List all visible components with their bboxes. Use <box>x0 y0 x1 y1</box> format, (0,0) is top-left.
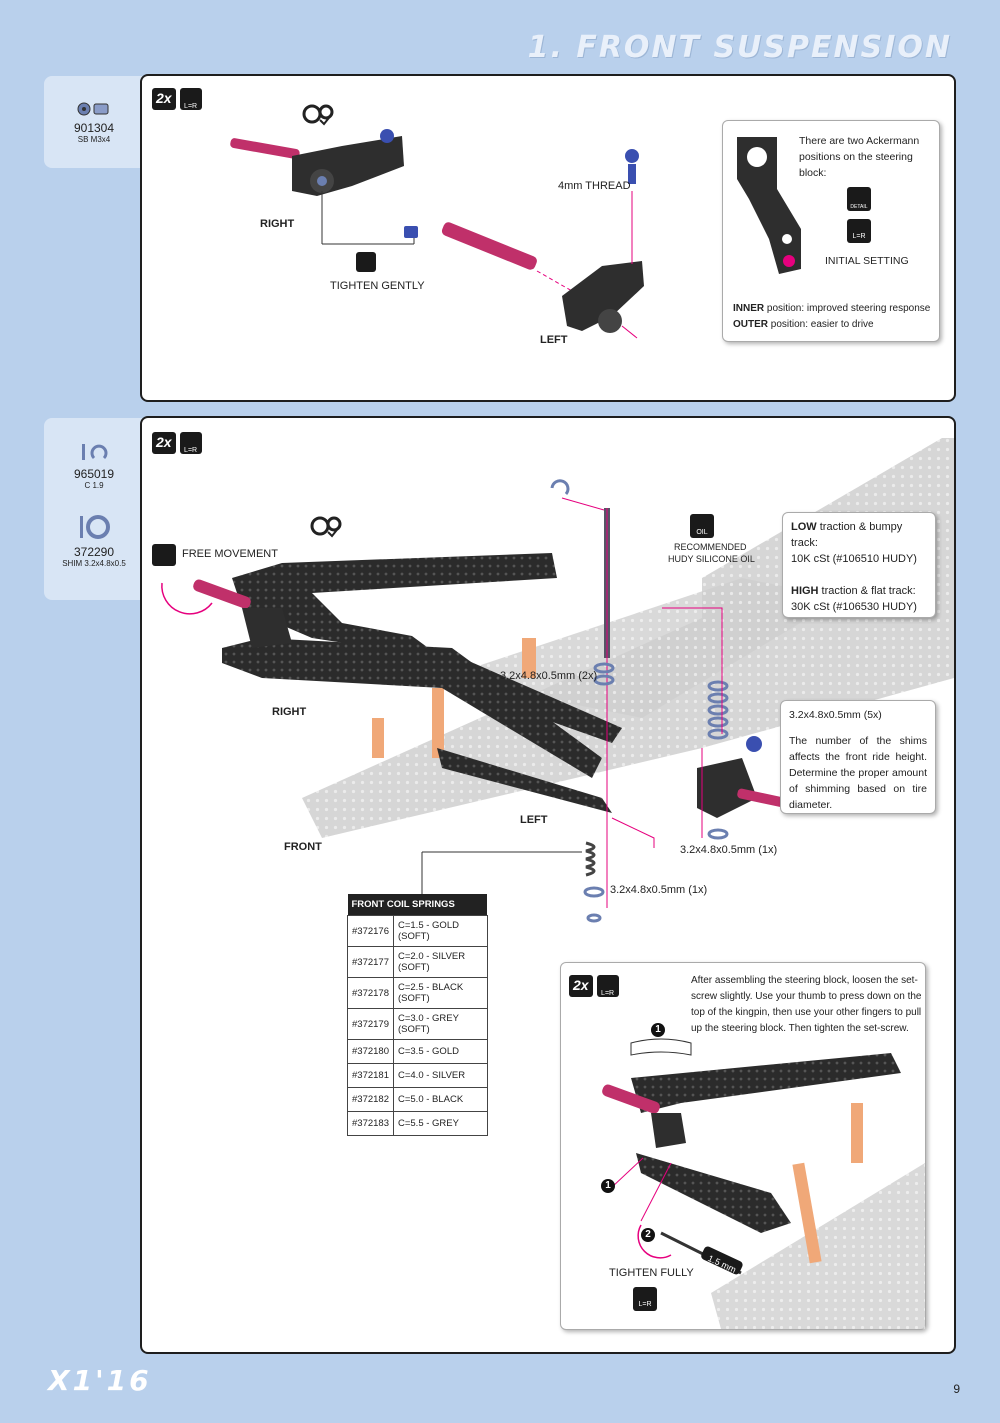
label-right: RIGHT <box>260 218 295 230</box>
label-left: LEFT <box>520 814 548 826</box>
initial-setting-label: INITIAL SETTING <box>825 255 909 267</box>
high-oil-value: 30K cSt (#106530 HUDY) <box>791 601 917 613</box>
step-panel-1: 2x L=R RIGHT TIGHTEN GENTLY 4mm THREAD L… <box>140 74 956 402</box>
label-free-movement: FREE MOVEMENT <box>182 548 278 560</box>
oil-icon: OIL <box>690 514 714 538</box>
outer-position-note: OUTER position: easier to drive <box>733 319 874 330</box>
steering-arm-drawing <box>737 137 801 274</box>
label-shim-1x-a: 3.2x4.8x0.5mm (1x) <box>680 844 778 856</box>
quantity-badge: 2x L=R <box>152 88 202 110</box>
left-right-icon: L=R <box>633 1287 657 1311</box>
label-thread: 4mm THREAD <box>558 180 631 192</box>
low-oil-value: 10K cSt (#106510 HUDY) <box>791 553 917 565</box>
inset-drawing <box>602 1038 925 1329</box>
label-recommended: RECOMMENDED <box>674 542 747 552</box>
brand-logo: X1'16 <box>48 1364 152 1397</box>
label-tighten-fully: TIGHTEN FULLY <box>609 1267 694 1279</box>
low-traction-line: LOW traction & bumpy track: <box>791 521 903 549</box>
screw-icon <box>77 102 109 116</box>
oil-callout: LOW traction & bumpy track: 10K cSt (#10… <box>782 512 936 618</box>
high-traction-line: HIGH traction & flat track: <box>791 585 916 597</box>
label-hudy-oil: HUDY SILICONE OIL <box>668 554 755 564</box>
step-1-marker-bottom: 1 <box>601 1179 615 1193</box>
shim-callout: 3.2x4.8x0.5mm (5x) The number of the shi… <box>780 700 936 814</box>
quantity-badge: 2x L=R <box>569 975 619 997</box>
steering-block-drawing <box>230 129 644 339</box>
label-front: FRONT <box>284 841 322 853</box>
left-right-icon: L=R <box>179 432 202 454</box>
shim-callout-title: 3.2x4.8x0.5mm (5x) <box>789 709 882 721</box>
page-number: 9 <box>953 1382 960 1396</box>
hex-driver-icon <box>356 252 376 272</box>
table-header: FRONT COIL SPRINGS <box>347 894 488 916</box>
page-title: 1. FRONT SUSPENSION <box>527 30 952 65</box>
label-right: RIGHT <box>272 706 307 718</box>
part-901304: 901304 SB M3x4 <box>44 100 144 144</box>
inset-steering-adjustment: 2x L=R After assembling the steering blo… <box>560 962 926 1330</box>
tools-icon <box>310 514 344 540</box>
step-panel-2: 2x L=R <box>140 416 956 1354</box>
part-965019: 965019 C 1.9 <box>44 440 144 490</box>
shim-icon <box>80 515 110 539</box>
parts-sidebar-1 <box>44 76 144 168</box>
detail-icon: DETAIL <box>847 187 871 211</box>
label-shim-2x: 3.2x4.8x0.5mm (2x) <box>500 670 598 682</box>
inner-position-note: INNER position: improved steering respon… <box>733 303 931 314</box>
part-372290: 372290 SHIM 3.2x4.8x0.5 <box>44 512 144 568</box>
label-tighten-gently: TIGHTEN GENTLY <box>330 280 425 292</box>
left-right-icon: L=R <box>179 88 202 110</box>
label-shim-1x-b: 3.2x4.8x0.5mm (1x) <box>610 884 708 896</box>
quantity-badge: 2x L=R <box>152 432 202 454</box>
tools-icon <box>302 102 336 128</box>
callout-intro: There are two Ackermann positions on the… <box>799 135 920 179</box>
shim-callout-text: The number of the shims affects the fron… <box>789 735 927 811</box>
label-left: LEFT <box>540 334 568 346</box>
left-right-icon: L=R <box>596 975 619 997</box>
clip-icon <box>82 444 108 460</box>
step-2-marker: 2 <box>641 1228 655 1242</box>
free-movement-icon <box>152 544 176 566</box>
ackermann-callout: There are two Ackermann positions on the… <box>722 120 940 342</box>
step-1-marker-top: 1 <box>651 1023 665 1037</box>
inset-instructions: After assembling the steering block, loo… <box>691 975 922 1034</box>
left-right-icon: L=R <box>847 219 871 243</box>
